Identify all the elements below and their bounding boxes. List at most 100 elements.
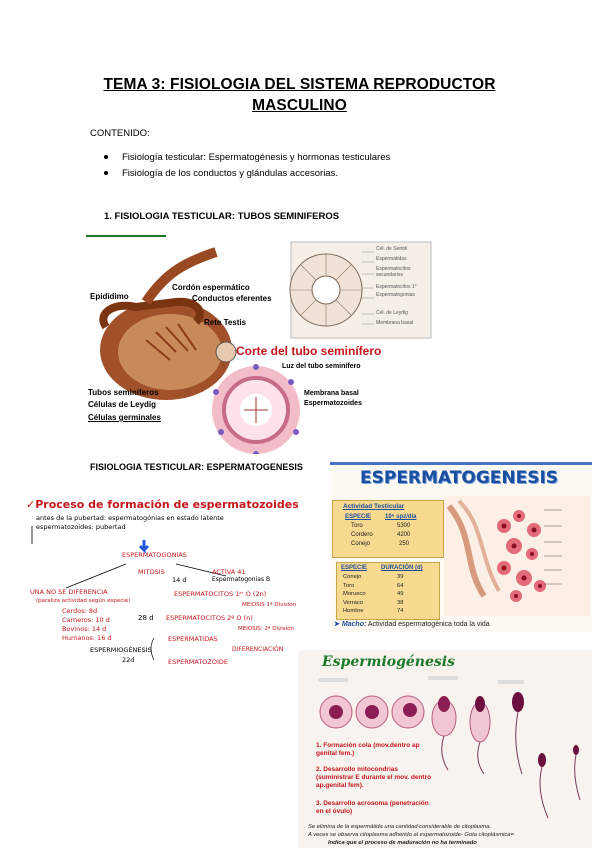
diagram-species: Carneros: 10 d <box>62 616 110 624</box>
section-heading-1: 1. FISIOLOGIA TESTICULAR: TUBOS SEMINIFE… <box>104 211 340 222</box>
slide-top-border <box>330 462 592 465</box>
footer-line: A veces se observa citoplasma adherido a… <box>308 832 514 838</box>
diagram-node: ACTIVA 41 <box>212 568 246 576</box>
diagram-node: UNA NO SE DIFERENCIA <box>30 588 108 596</box>
bullet-text: Fisiología testicular: Espermatogénesis … <box>122 152 391 163</box>
activity-table-title: Actividad Testicular <box>343 503 405 510</box>
activity-table: Actividad Testicular ESPECIE 10⁶ spz/día… <box>332 500 444 558</box>
label-germinales: Células germinales <box>88 413 161 422</box>
bullet-text: Fisiología de los conductos y glándulas … <box>122 168 338 179</box>
inset-label: Espermátidas <box>376 256 407 262</box>
label-luz: Luz del tubo seminífero <box>282 363 361 370</box>
table-cell: Hombre <box>343 608 364 614</box>
label-leydig: Células de Leydig <box>88 400 157 409</box>
table-cell: Verraco <box>343 599 363 606</box>
table-cell: 38 <box>397 599 404 606</box>
diagram-node: ESPERMATOCITOS 1ᵉʳ O (2n) <box>174 590 267 598</box>
bullet-icon: ➤ <box>334 621 342 628</box>
spermatogenesis-diagram: ✓Proceso de formación de espermatozoides… <box>26 492 298 670</box>
diagram-step: DIFERENCIACIÓN <box>232 646 284 653</box>
table-cell: 49 <box>397 591 404 597</box>
table-cell: 39 <box>397 574 404 580</box>
table-header: DURACIÓN (d) <box>381 565 423 571</box>
testis-tissue-illustration <box>444 496 590 616</box>
label-corte: Corte del tubo seminífero <box>236 344 382 358</box>
diagram-node: ESPERMIOGÉNESIS <box>90 646 152 654</box>
testis-illustration <box>86 235 432 454</box>
macho-label: Macho: <box>341 621 367 628</box>
diagram-heading: ✓Proceso de formación de espermatozoides <box>26 498 298 511</box>
spermiogenesis-figure: Espermiogénesis 1. Formación cola (mov.d… <box>298 650 592 848</box>
table-cell: Conejo <box>343 574 362 580</box>
macho-text: Actividad espermatogénica toda la vida <box>367 621 490 628</box>
diagram-species: Humanos: 16 d <box>62 634 112 642</box>
inset-label: Cél. de Sertoli <box>376 246 408 252</box>
diagram-step: MEIOSIS: 2ª División <box>238 626 295 632</box>
table-cell: 74 <box>397 608 404 614</box>
label-conductos: Conductos eferentes <box>192 294 272 303</box>
section-heading-2: FISIOLOGIA TESTICULAR: ESPERMATOGENESIS <box>90 462 303 472</box>
diagram-connectors <box>31 526 227 661</box>
diagram-node: ESPERMATOGONIAS <box>122 551 187 559</box>
diagram-species: Cerdos: 8d <box>62 607 98 615</box>
diagram-note: (paraliza actividad según especie) <box>36 598 131 604</box>
diagram-node: Espermatogonias B <box>212 576 271 583</box>
footer-line: Se elimina de la espermátida una cantida… <box>308 824 492 830</box>
label-membrana: Membrana basal <box>304 390 359 397</box>
label-espermatozoides: Espermatozoides <box>304 400 362 407</box>
duration-table: ESPECIE DURACIÓN (d) Conejo Toro Morueco… <box>336 562 440 620</box>
table-cell: 250 <box>399 541 410 547</box>
diagram-line: espermatozoides: pubertad <box>36 523 126 531</box>
diagram-node: ESPERMATIDAS <box>168 635 218 643</box>
label-epididimo: Epidídimo <box>90 292 129 301</box>
diagram-duration: 14 d <box>172 576 187 584</box>
bullet-icon <box>104 171 108 176</box>
table-cell: Cordero <box>351 532 373 538</box>
diagram-duration: 22d <box>122 656 135 664</box>
slide-title: ESPERMATOGENESIS <box>360 468 559 488</box>
bullet-item: Fisiología de los conductos y glándulas … <box>104 168 338 179</box>
spermiogenesis-title: Espermiogénesis <box>322 654 455 670</box>
diagram-node: ESPERMATOZOIDE <box>168 658 229 666</box>
diagram-line: antes de la pubertad: espermatogónias en… <box>36 514 224 522</box>
table-cell: 64 <box>397 582 404 589</box>
spermiogenesis-step: 2. Desarrollo mitocondrias (suministrar … <box>316 766 432 789</box>
table-column: Conejo Toro Morueco Verraco Hombre <box>343 573 366 616</box>
spermiogenesis-stages <box>318 676 524 774</box>
spermiogenesis-step: 1. Formación cola (mov.dentro ap genital… <box>316 742 420 757</box>
inset-label: Espermatocitos secundarios <box>376 266 411 278</box>
footer-line: Indica que el proceso de maduración no h… <box>328 840 477 846</box>
diagram-node: MITOSIS <box>138 568 165 576</box>
label-cordon: Cordón espermático <box>172 283 250 292</box>
table-column: 39 64 49 38 74 <box>397 573 403 616</box>
table-cell: Toro <box>351 523 363 529</box>
testis-figure: Epidídimo Cordón espermático Conductos e… <box>86 232 434 454</box>
label-rete: Rete Testis <box>204 318 247 327</box>
inset-label: Cél. de Leydig <box>376 310 408 316</box>
table-cell: Toro <box>343 582 355 589</box>
diagram-duration: 28 d <box>138 614 154 622</box>
table-header: ESPECIE <box>341 565 368 571</box>
bullet-icon <box>104 155 108 160</box>
inset-label: Espermatogonias <box>376 292 415 298</box>
diagram-node: ESPERMATOCITOS 2º O (n) <box>166 614 253 622</box>
macho-note: ➤ Macho: Actividad espermatogénica toda … <box>334 620 490 628</box>
table-cell: 5300 <box>397 523 411 529</box>
diagram-species: Bovinos: 14 d <box>62 625 107 633</box>
inset-label: Espermatocitos 1° <box>376 284 417 290</box>
contenido-label: CONTENIDO: <box>90 128 150 139</box>
table-header: ESPECIE <box>345 514 372 520</box>
document-title-line2: MASCULINO <box>252 97 347 114</box>
spermiogenesis-step: 3. Desarrollo acrosoma (penetración en e… <box>316 800 429 815</box>
diagram-step: MEIOSIS 1ª División <box>242 602 297 608</box>
table-header: 10⁶ spz/día <box>385 514 417 520</box>
spermatogenesis-slide: ESPERMATOGENESIS Actividad Testicular ES… <box>330 462 592 632</box>
document-title-line1: TEMA 3: FISIOLOGIA DEL SISTEMA REPRODUCT… <box>103 76 496 93</box>
table-cell: Morueco <box>343 591 366 597</box>
mature-sperm-illustration <box>538 745 581 819</box>
table-cell: 4200 <box>397 532 411 538</box>
bullet-item: Fisiología testicular: Espermatogénesis … <box>104 152 390 163</box>
table-cell: Conejo <box>351 541 371 547</box>
label-tubos: Tubos seminíferos <box>88 388 159 397</box>
inset-label: Membrana basal <box>376 320 414 326</box>
